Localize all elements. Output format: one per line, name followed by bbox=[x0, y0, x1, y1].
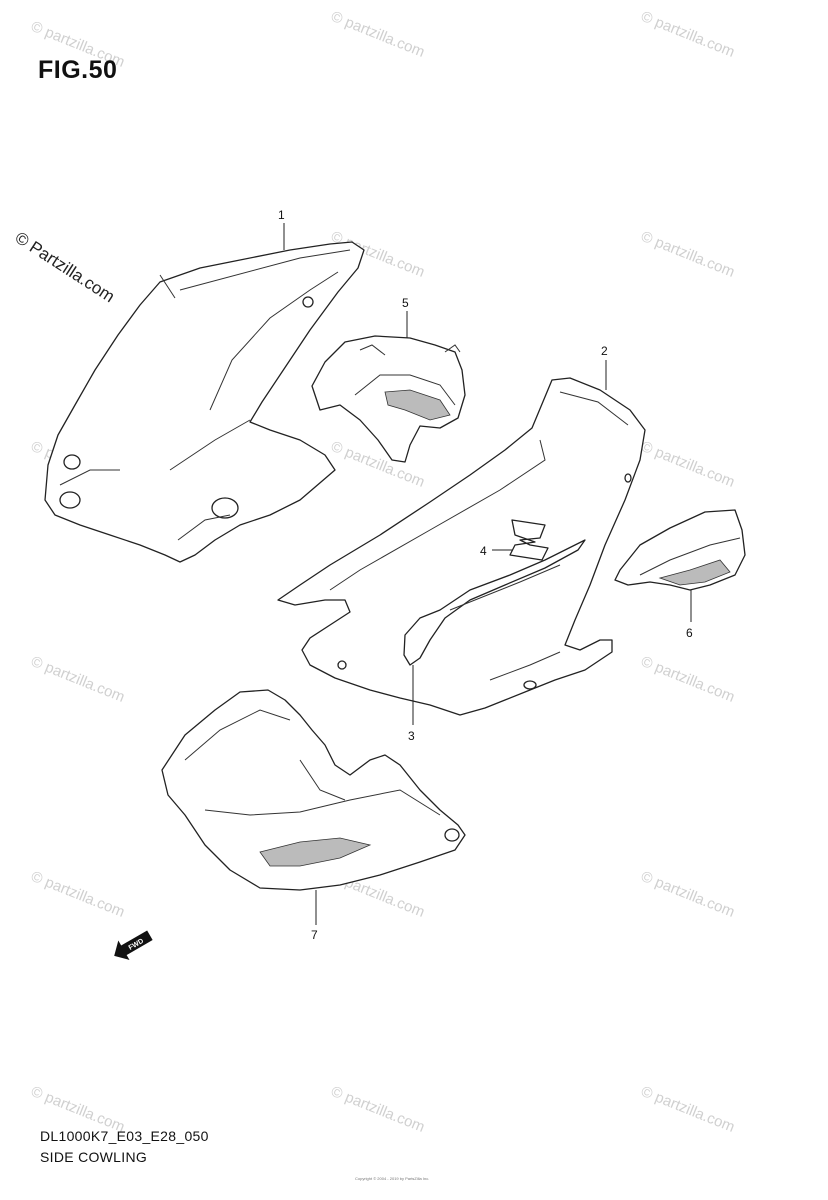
watermark: © partzilla.com bbox=[639, 438, 738, 491]
watermark: © partzilla.com bbox=[639, 228, 738, 281]
watermark: © partzilla.com bbox=[29, 653, 128, 706]
watermark: © partzilla.com bbox=[639, 8, 738, 61]
fwd-arrow-icon: FWD bbox=[114, 930, 153, 960]
watermark: © partzilla.com bbox=[639, 868, 738, 921]
callout-3[interactable]: 3 bbox=[408, 729, 415, 743]
part-6-inner-cover-right[interactable] bbox=[614, 509, 746, 591]
part-1-side-cowling-left[interactable] bbox=[44, 241, 365, 563]
callout-2[interactable]: 2 bbox=[601, 344, 608, 358]
section-name: SIDE COWLING bbox=[40, 1149, 148, 1165]
watermark: © partzilla.com bbox=[329, 438, 428, 491]
fwd-label: FWD bbox=[128, 938, 145, 952]
callout-6[interactable]: 6 bbox=[686, 626, 693, 640]
leader-lines bbox=[283, 223, 692, 925]
callout-5[interactable]: 5 bbox=[402, 296, 409, 310]
watermark: © partzilla.com bbox=[329, 1083, 428, 1136]
part-5-inner-cover-left[interactable] bbox=[311, 335, 466, 463]
copyright-notice: Copyright © 2004 - 2019 by PartsZilla In… bbox=[355, 1176, 430, 1181]
watermark: © partzilla.com bbox=[639, 653, 738, 706]
figure-title: FIG.50 bbox=[38, 56, 118, 84]
part-7-under-cowling[interactable] bbox=[161, 689, 466, 891]
callout-7[interactable]: 7 bbox=[311, 928, 318, 942]
watermark: © partzilla.com bbox=[329, 8, 428, 61]
part-3-vstrom-emblem[interactable] bbox=[403, 539, 586, 666]
callout-1[interactable]: 1 bbox=[278, 208, 285, 222]
callout-4[interactable]: 4 bbox=[480, 544, 487, 558]
part-2-side-cowling-right[interactable] bbox=[277, 377, 646, 716]
watermark: © partzilla.com bbox=[639, 1083, 738, 1136]
part-4-s-emblem[interactable] bbox=[509, 519, 549, 561]
model-code: DL1000K7_E03_E28_050 bbox=[40, 1128, 209, 1144]
watermark: © partzilla.com bbox=[29, 868, 128, 921]
